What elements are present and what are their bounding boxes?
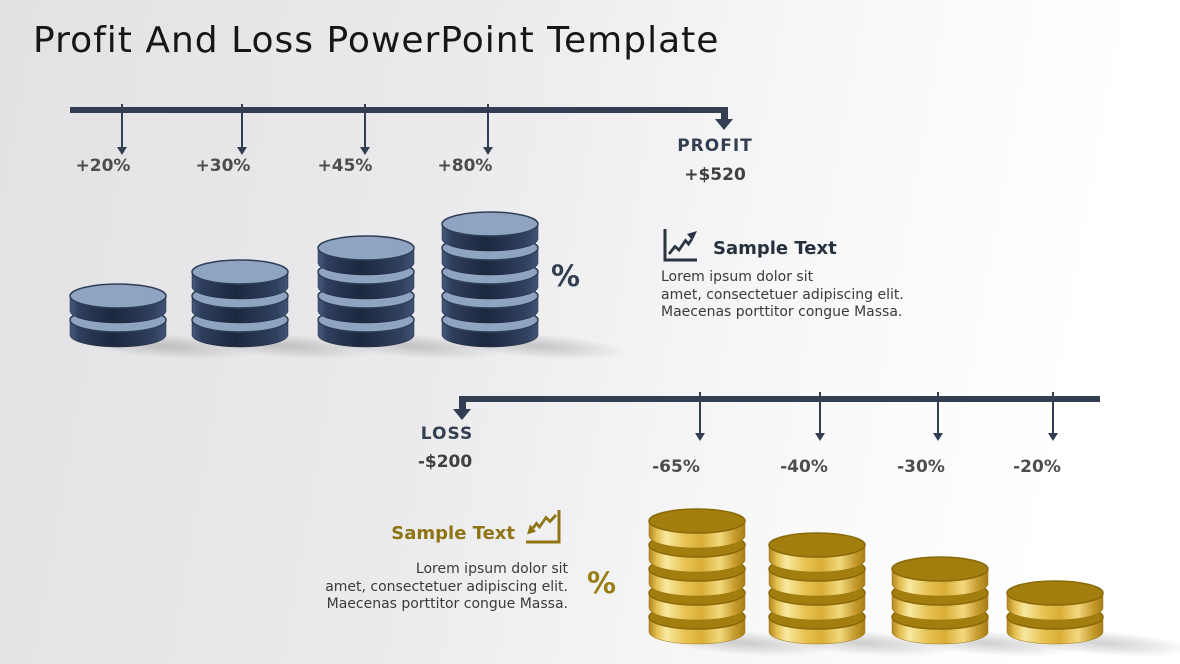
paragraph-line: amet, consectetuer adipiscing elit. bbox=[325, 578, 568, 595]
profit-sample-heading: Sample Text bbox=[713, 238, 837, 259]
paragraph-line: Lorem ipsum dolor sit bbox=[415, 561, 568, 577]
profit-sample-paragraph: Lorem ipsum dolor sit amet, consectetuer… bbox=[661, 269, 981, 322]
profit-label: PROFIT bbox=[677, 136, 753, 156]
coin-stack-svg bbox=[69, 283, 167, 348]
coin-stack-svg bbox=[648, 508, 746, 645]
coin-stack-svg bbox=[441, 211, 539, 348]
coin-stack bbox=[880, 545, 1000, 651]
tick-arrow-line bbox=[937, 392, 939, 433]
profit-percent-symbol: % bbox=[551, 259, 581, 293]
coin-stack-svg bbox=[317, 235, 415, 348]
tick-label: +45% bbox=[317, 156, 373, 176]
coin-stack-svg bbox=[891, 556, 989, 645]
loss-label: LOSS bbox=[420, 424, 474, 444]
tick-arrow-line bbox=[121, 104, 123, 147]
paragraph-line: Maecenas porttitor congue Massa. bbox=[326, 596, 568, 612]
tick-arrow-line bbox=[819, 392, 821, 433]
tick-arrowhead-icon bbox=[933, 433, 943, 441]
profit-value: +$520 bbox=[684, 165, 746, 185]
tick-label: -30% bbox=[897, 457, 945, 477]
tick-arrow-line bbox=[241, 104, 243, 147]
coin-stack-svg bbox=[768, 532, 866, 645]
loss-timeline-bar bbox=[459, 396, 1100, 402]
profit-timeline-bar bbox=[70, 107, 728, 113]
tick-arrowhead-icon bbox=[237, 147, 247, 155]
tick-arrowhead-icon bbox=[1048, 433, 1058, 441]
coin-stack bbox=[757, 521, 877, 651]
paragraph-line: Lorem ipsum dolor sit bbox=[661, 269, 814, 285]
tick-arrowhead-icon bbox=[360, 147, 370, 155]
coin-stack bbox=[637, 497, 757, 651]
tick-label: +30% bbox=[195, 156, 251, 176]
chart-increasing-icon bbox=[660, 226, 700, 268]
tick-arrow-line bbox=[1052, 392, 1054, 433]
tick-label: -65% bbox=[652, 457, 700, 477]
coin-stack bbox=[306, 224, 426, 354]
tick-arrow-line bbox=[699, 392, 701, 433]
coin-stack bbox=[180, 248, 300, 354]
profit-timeline-arrowhead-icon bbox=[715, 119, 733, 130]
chart-decreasing-icon bbox=[521, 506, 563, 550]
tick-arrowhead-icon bbox=[695, 433, 705, 441]
loss-timeline-arrowhead-icon bbox=[453, 409, 471, 420]
tick-arrow-line bbox=[487, 104, 489, 147]
coin-stack-svg bbox=[1006, 580, 1104, 645]
loss-value: -$200 bbox=[417, 452, 473, 472]
tick-arrowhead-icon bbox=[483, 147, 493, 155]
tick-arrow-line bbox=[364, 104, 366, 147]
coin-stack bbox=[995, 569, 1115, 651]
paragraph-line: amet, consectetuer adipiscing elit. bbox=[661, 286, 904, 303]
coin-stack bbox=[58, 272, 178, 354]
page-title: Profit And Loss PowerPoint Template bbox=[33, 20, 720, 61]
loss-sample-heading: Sample Text bbox=[391, 523, 515, 544]
tick-label: -40% bbox=[780, 457, 828, 477]
tick-label: +20% bbox=[75, 156, 131, 176]
tick-label: +80% bbox=[437, 156, 493, 176]
coin-stack-svg bbox=[191, 259, 289, 348]
tick-label: -20% bbox=[1013, 457, 1061, 477]
loss-sample-paragraph: Lorem ipsum dolor sit amet, consectetuer… bbox=[270, 561, 568, 614]
tick-arrowhead-icon bbox=[815, 433, 825, 441]
coin-stack bbox=[430, 200, 550, 354]
paragraph-line: Maecenas porttitor congue Massa. bbox=[661, 304, 903, 320]
loss-timeline-bend bbox=[459, 396, 466, 410]
profit-timeline-bend bbox=[721, 107, 728, 120]
tick-arrowhead-icon bbox=[117, 147, 127, 155]
loss-percent-symbol: % bbox=[587, 566, 617, 600]
